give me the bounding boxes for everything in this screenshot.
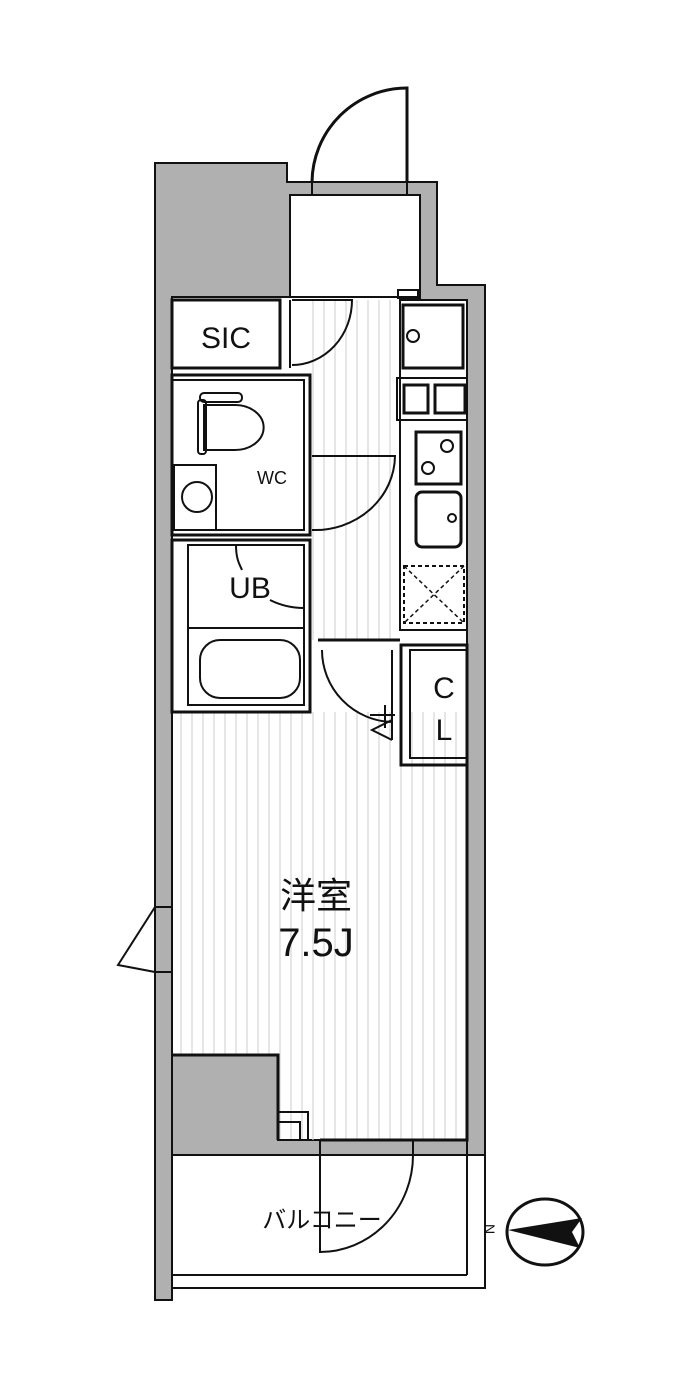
kitchen-sink-icon <box>414 490 463 549</box>
western-room-size: 7.5J <box>278 921 354 965</box>
wc-door <box>311 455 397 532</box>
unit-bath: UB <box>170 538 312 714</box>
wc-room: WC <box>170 373 397 537</box>
sink-icon <box>173 464 217 531</box>
toilet-icon <box>197 392 265 455</box>
sic-label: SIC <box>201 322 251 355</box>
room-floor-lower <box>278 1055 465 1140</box>
sic-room: SIC <box>170 298 354 370</box>
western-room: 洋室 7.5J <box>172 710 469 1142</box>
balcony: バルコニー <box>171 1139 486 1289</box>
entrance-door <box>310 86 409 183</box>
ub-label: UB <box>229 572 271 605</box>
sic-door <box>291 299 354 366</box>
closet-label-c: C <box>433 672 455 705</box>
western-room-label: 洋室 <box>280 875 352 916</box>
closet-label-l: L <box>436 714 453 747</box>
stove-icon <box>414 430 463 486</box>
bathtub-icon <box>199 639 301 699</box>
balcony-label: バルコニー <box>262 1207 382 1234</box>
closet: C L <box>399 643 469 767</box>
compass-circle <box>505 1197 585 1267</box>
hallway-room-door <box>318 638 400 741</box>
washer-space <box>403 565 465 624</box>
fridge-icon <box>401 303 465 370</box>
north-arrow-icon <box>508 1218 582 1248</box>
wc-label: WC <box>257 468 287 488</box>
compass: N <box>482 1197 585 1267</box>
room-floor <box>174 712 465 1055</box>
hallway-floor <box>312 300 400 640</box>
north-label: N <box>482 1224 498 1234</box>
balcony-door <box>319 1154 414 1254</box>
kitchen <box>396 299 468 631</box>
side-window <box>116 906 173 973</box>
entrance <box>289 86 421 299</box>
